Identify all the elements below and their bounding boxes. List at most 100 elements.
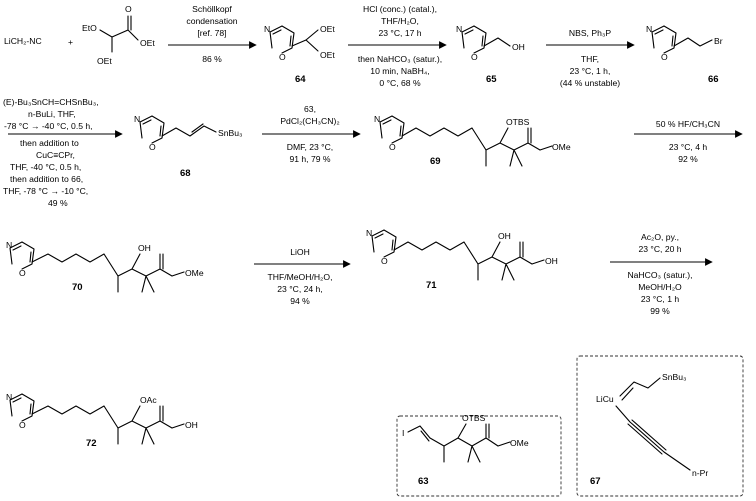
svg-text:O: O xyxy=(19,420,26,430)
svg-text:N: N xyxy=(134,114,140,124)
svg-text:condensation: condensation xyxy=(186,16,237,26)
svg-text:EtO: EtO xyxy=(82,23,97,33)
svg-text:NaHCO₃ (satur.),: NaHCO₃ (satur.), xyxy=(627,270,692,280)
compound-72-number: 72 xyxy=(86,438,97,449)
svg-text:OEt: OEt xyxy=(97,56,112,66)
svg-text:O: O xyxy=(471,52,478,62)
svg-text:THF, -40 °C, 0.5 h,: THF, -40 °C, 0.5 h, xyxy=(10,162,81,172)
svg-text:then addition to: then addition to xyxy=(20,138,79,148)
svg-text:O: O xyxy=(125,4,132,14)
svg-text:86 %: 86 % xyxy=(202,54,222,64)
svg-text:n-BuLi, THF,: n-BuLi, THF, xyxy=(28,109,76,119)
svg-text:23 °C, 20 h: 23 °C, 20 h xyxy=(638,244,681,254)
svg-text:O: O xyxy=(279,52,286,62)
compound-69: N O OTBS O OMe 69 xyxy=(374,114,571,167)
compound-71-number: 71 xyxy=(426,280,437,291)
compound-65: N O OH 65 xyxy=(456,24,525,85)
svg-text:-78 °C → -40 °C, 0.5 h,: -78 °C → -40 °C, 0.5 h, xyxy=(4,121,93,131)
svg-text:[ref. 78]: [ref. 78] xyxy=(197,28,226,38)
svg-text:OTBS: OTBS xyxy=(462,413,486,423)
svg-text:23 °C, 1 h: 23 °C, 1 h xyxy=(641,294,680,304)
svg-text:N: N xyxy=(374,114,380,124)
compound-63-box: I OTBS OMe 63 xyxy=(396,413,562,497)
svg-text:63,: 63, xyxy=(304,104,316,114)
svg-text:10 min, NaBH₄,: 10 min, NaBH₄, xyxy=(370,66,429,76)
step-3-conditions: NBS, Ph₃P THF, 23 °C, 1 h, (44 % unstabl… xyxy=(546,28,635,88)
compound-64: N O OEt OEt 64 xyxy=(264,24,335,85)
svg-text:N: N xyxy=(456,24,462,34)
svg-text:23 °C, 1 h,: 23 °C, 1 h, xyxy=(570,66,611,76)
svg-text:91 h, 79 %: 91 h, 79 % xyxy=(289,154,330,164)
svg-text:OEt: OEt xyxy=(320,50,335,60)
svg-text:99 %: 99 % xyxy=(650,306,670,316)
svg-text:PdCl₂(CH₃CN)₂: PdCl₂(CH₃CN)₂ xyxy=(280,116,339,126)
svg-text:NBS, Ph₃P: NBS, Ph₃P xyxy=(569,28,611,38)
svg-text:O: O xyxy=(19,268,26,278)
svg-text:(E)-Bu₃SnCH=CHSnBu₃,: (E)-Bu₃SnCH=CHSnBu₃, xyxy=(3,97,99,107)
svg-text:THF/MeOH/H₂O,: THF/MeOH/H₂O, xyxy=(268,272,333,282)
step-4-conditions: (E)-Bu₃SnCH=CHSnBu₃, n-BuLi, THF, -78 °C… xyxy=(3,97,123,208)
svg-text:LiOH: LiOH xyxy=(290,247,310,257)
svg-text:O: O xyxy=(149,142,156,152)
svg-text:SnBu₃: SnBu₃ xyxy=(218,128,243,138)
svg-text:O: O xyxy=(381,256,388,266)
svg-text:THF/H₂O,: THF/H₂O, xyxy=(381,16,419,26)
svg-text:DMF, 23 °C,: DMF, 23 °C, xyxy=(287,142,333,152)
svg-text:OH: OH xyxy=(498,231,511,241)
plus-sign: + xyxy=(68,37,73,47)
compound-70: N O OH OMe 70 xyxy=(6,240,204,293)
svg-text:94 %: 94 % xyxy=(290,296,310,306)
svg-text:23 °C, 24 h,: 23 °C, 24 h, xyxy=(277,284,322,294)
step-7-conditions: LiOH THF/MeOH/H₂O, 23 °C, 24 h, 94 % xyxy=(254,247,351,306)
svg-text:23 °C, 4 h: 23 °C, 4 h xyxy=(669,142,708,152)
compound-69-number: 69 xyxy=(430,156,441,167)
svg-text:OTBS: OTBS xyxy=(506,117,530,127)
svg-text:then addition to 66,: then addition to 66, xyxy=(10,174,83,184)
svg-text:Schöllkopf: Schöllkopf xyxy=(192,4,232,14)
svg-text:92 %: 92 % xyxy=(678,154,698,164)
compound-71: N O OH OH 71 xyxy=(366,228,558,291)
isocyanide-reagent: LiCH₂-NC xyxy=(4,36,42,46)
svg-text:23 °C, 17 h: 23 °C, 17 h xyxy=(378,28,421,38)
svg-text:THF, -78 °C → -10 °C,: THF, -78 °C → -10 °C, xyxy=(3,186,88,196)
svg-text:50 % HF/CH₃CN: 50 % HF/CH₃CN xyxy=(656,119,720,129)
svg-text:SnBu₃: SnBu₃ xyxy=(662,372,687,382)
svg-text:N: N xyxy=(646,24,652,34)
compound-68-number: 68 xyxy=(180,168,191,179)
svg-text:OEt: OEt xyxy=(140,38,155,48)
svg-text:I: I xyxy=(402,428,404,438)
svg-text:N: N xyxy=(6,240,12,250)
compound-63-number: 63 xyxy=(418,476,429,487)
compound-65-number: 65 xyxy=(486,74,497,85)
diethoxyacetate-structure: EtO OEt OEt O xyxy=(82,4,155,66)
starting-materials: LiCH₂-NC + EtO OEt OEt O xyxy=(4,4,155,66)
svg-text:MeOH/H₂O: MeOH/H₂O xyxy=(638,282,682,292)
step-8-conditions: Ac₂O, py., 23 °C, 20 h NaHCO₃ (satur.), … xyxy=(610,232,713,316)
compound-67-box: LiCu SnBu₃ n-Pr 67 xyxy=(576,355,744,497)
svg-text:then NaHCO₃ (satur.),: then NaHCO₃ (satur.), xyxy=(358,54,442,64)
compound-72: N O OAc OH 72 xyxy=(6,392,198,449)
compound-66: N O Br 66 xyxy=(646,24,723,85)
svg-text:N: N xyxy=(366,228,372,238)
step-5-conditions: 63, PdCl₂(CH₃CN)₂ DMF, 23 °C, 91 h, 79 % xyxy=(262,104,361,164)
svg-text:LiCu: LiCu xyxy=(596,394,614,404)
compound-70-number: 70 xyxy=(72,282,83,293)
svg-text:N: N xyxy=(264,24,270,34)
svg-text:O: O xyxy=(389,142,396,152)
compound-67-number: 67 xyxy=(590,476,601,487)
svg-text:O: O xyxy=(661,52,668,62)
svg-text:0 °C, 68 %: 0 °C, 68 % xyxy=(379,78,421,88)
step-6-conditions: 50 % HF/CH₃CN 23 °C, 4 h 92 % xyxy=(634,119,743,164)
svg-text:Ac₂O, py.,: Ac₂O, py., xyxy=(641,232,679,242)
svg-text:OAc: OAc xyxy=(140,395,157,405)
svg-text:OMe: OMe xyxy=(185,268,204,278)
svg-text:49 %: 49 % xyxy=(48,198,68,208)
svg-text:OEt: OEt xyxy=(320,24,335,34)
svg-text:OMe: OMe xyxy=(510,438,529,448)
svg-text:OH: OH xyxy=(512,42,525,52)
svg-text:OH: OH xyxy=(545,256,558,266)
svg-text:n-Pr: n-Pr xyxy=(692,468,708,478)
svg-text:OH: OH xyxy=(185,420,198,430)
compound-66-number: 66 xyxy=(708,74,719,85)
